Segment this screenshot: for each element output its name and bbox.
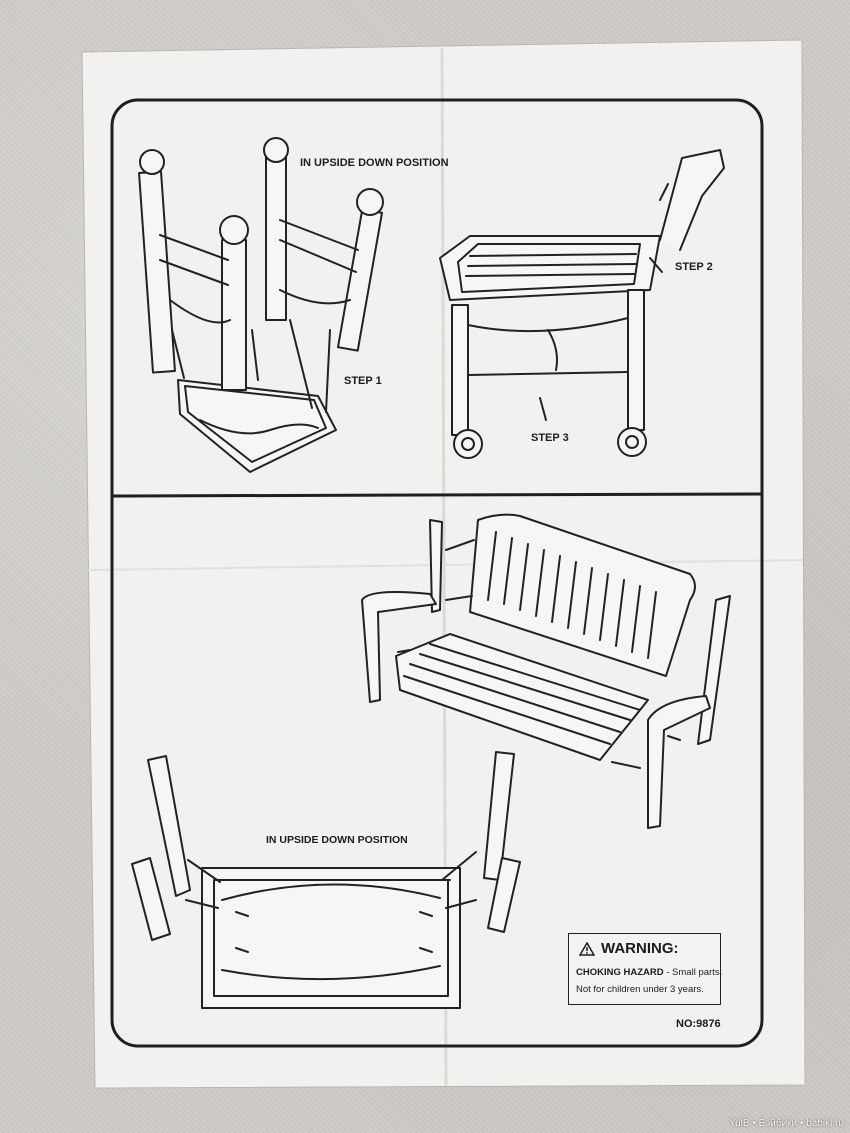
- age-note: Not for children under 3 years.: [576, 984, 704, 995]
- warning-box: WARNING: CHOKING HAZARD - Small parts. N…: [568, 933, 722, 1005]
- warning-triangle-icon: [579, 941, 595, 956]
- hazard-text: CHOKING HAZARD: [576, 967, 664, 978]
- warning-title: WARNING:: [601, 940, 679, 957]
- watermark: YulB • Бэйбики • babiki.ru: [728, 1118, 844, 1129]
- step4-illustration: [131, 751, 521, 1009]
- step1-illustration: [138, 137, 384, 473]
- step3-label: STEP 3: [531, 432, 569, 444]
- warning-heading: WARNING:: [579, 940, 679, 957]
- step2-label: STEP 2: [675, 261, 713, 273]
- step1-label: STEP 1: [344, 375, 382, 387]
- upside-down-label-bottom: IN UPSIDE DOWN POSITION: [266, 834, 408, 846]
- choking-hazard-line: CHOKING HAZARD - Small parts.: [576, 967, 722, 978]
- hazard-detail: - Small parts.: [663, 967, 723, 978]
- upside-down-label-top: IN UPSIDE DOWN POSITION: [300, 157, 449, 169]
- bench-illustration: [361, 513, 731, 829]
- model-number: NO:9876: [676, 1018, 721, 1030]
- step2-illustration: [439, 149, 725, 459]
